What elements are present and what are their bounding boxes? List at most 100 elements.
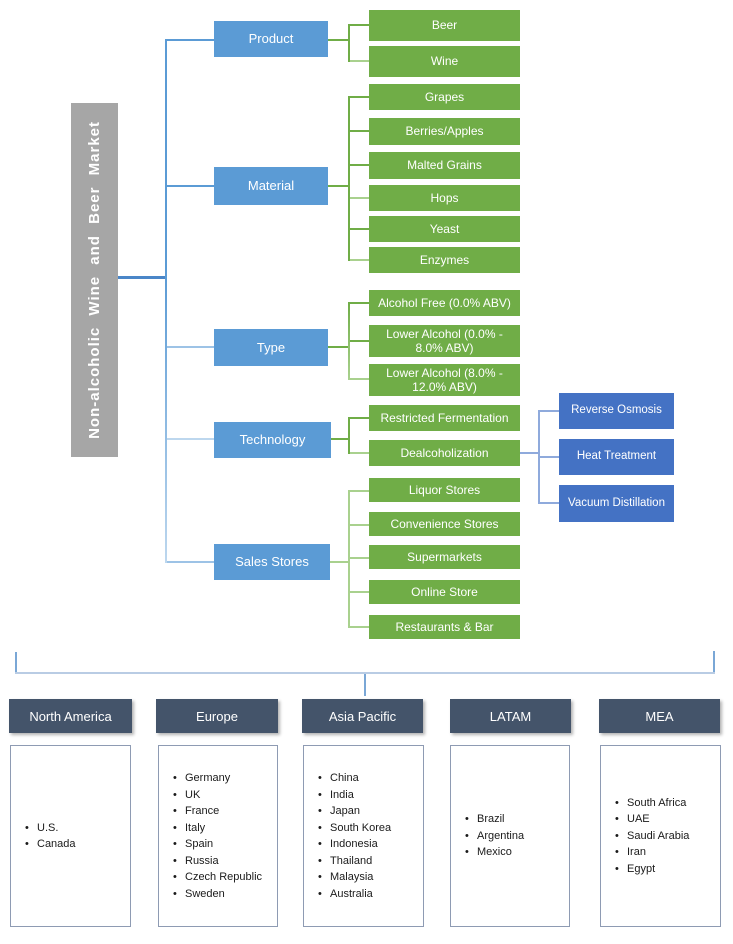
region-header-latam: LATAM [450, 699, 571, 733]
country-item: UK [173, 787, 273, 804]
category-sales-stores: Sales Stores [214, 544, 330, 580]
connector-to-online-store [350, 591, 369, 593]
item-grapes: Grapes [369, 84, 520, 110]
connector-to-convenience-stores [350, 524, 369, 526]
connector-methods-vline [538, 410, 540, 504]
connector-to-reverse-osmosis [540, 410, 559, 412]
item-berries-apples: Berries/Apples [369, 118, 520, 145]
country-list: U.S. Canada [11, 746, 130, 926]
market-title: Non-alcoholic Wine and Beer Market [86, 121, 103, 439]
connector-to-restricted-fermentation [350, 417, 369, 419]
category-material: Material [214, 167, 328, 205]
connector-to-grapes [350, 96, 369, 98]
region-header-north-america: North America [9, 699, 132, 733]
bracket-horizontal [15, 672, 715, 674]
connector-to-heat-treatment [540, 456, 559, 458]
bracket-center-drop [364, 674, 366, 696]
connector-sales-out [328, 561, 348, 563]
country-item: Malaysia [318, 869, 419, 886]
connector-type-out [328, 346, 348, 348]
connector-to-dealcoholization [350, 452, 369, 454]
connector-to-supermarkets [350, 557, 369, 559]
region-list-asia-pacific: China India Japan South Korea Indonesia … [303, 745, 424, 927]
country-item: Indonesia [318, 836, 419, 853]
connector-to-hops [350, 197, 369, 199]
item-lower-alcohol-8-12: Lower Alcohol (8.0% - 12.0% ABV) [369, 364, 520, 396]
connector-to-liquor-stores [350, 490, 369, 492]
item-restaurants-bar: Restaurants & Bar [369, 615, 520, 639]
country-item: Brazil [465, 811, 565, 828]
country-item: Italy [173, 820, 273, 837]
country-item: France [173, 803, 273, 820]
country-item: Spain [173, 836, 273, 853]
country-item: U.S. [25, 820, 126, 837]
connector-product-vline [348, 24, 350, 62]
item-beer: Beer [369, 10, 520, 41]
method-vacuum-distillation: Vacuum Distillation [559, 485, 674, 522]
connector-to-vacuum-distillation [540, 502, 559, 504]
region-header-asia-pacific: Asia Pacific [302, 699, 423, 733]
country-item: Egypt [615, 861, 716, 878]
bracket-left-tick [15, 652, 17, 673]
item-restricted-fermentation: Restricted Fermentation [369, 405, 520, 431]
region-header-europe: Europe [156, 699, 278, 733]
connector-to-lower-alcohol-2 [350, 378, 369, 380]
country-item: Sweden [173, 886, 273, 903]
country-item: Australia [318, 886, 419, 903]
country-item: Czech Republic [173, 869, 273, 886]
bracket-right-tick [713, 651, 715, 672]
category-technology: Technology [214, 422, 331, 458]
country-list: Germany UK France Italy Spain Russia Cze… [159, 746, 277, 926]
connector-branch-product [167, 39, 214, 41]
connector-to-alcohol-free [350, 302, 369, 304]
connector-branch-material [167, 185, 214, 187]
country-item: UAE [615, 811, 716, 828]
item-hops: Hops [369, 185, 520, 211]
country-item: Germany [173, 770, 273, 787]
country-item: India [318, 787, 419, 804]
item-yeast: Yeast [369, 216, 520, 242]
category-type: Type [214, 329, 328, 366]
connector-type-vline [348, 302, 350, 380]
region-list-north-america: U.S. Canada [10, 745, 131, 927]
connector-dealcoholization-out [520, 452, 538, 454]
connector-trunk [165, 39, 167, 563]
country-item: South Korea [318, 820, 419, 837]
item-online-store: Online Store [369, 580, 520, 604]
connector-technology-vline [348, 417, 350, 454]
item-convenience-stores: Convenience Stores [369, 512, 520, 536]
market-title-bar: Non-alcoholic Wine and Beer Market [71, 103, 118, 457]
country-item: Thailand [318, 853, 419, 870]
connector-branch-technology [167, 438, 214, 440]
connector-branch-type [167, 346, 214, 348]
region-list-mea: South Africa UAE Saudi Arabia Iran Egypt [600, 745, 721, 927]
connector-material-vline [348, 96, 350, 261]
connector-to-beer [350, 24, 369, 26]
category-product: Product [214, 21, 328, 57]
connector-to-lower-alcohol-1 [350, 340, 369, 342]
item-lower-alcohol-0-8: Lower Alcohol (0.0% - 8.0% ABV) [369, 325, 520, 357]
connector-to-yeast [350, 228, 369, 230]
country-list: China India Japan South Korea Indonesia … [304, 746, 423, 926]
connector-to-wine [350, 60, 369, 62]
country-list: Brazil Argentina Mexico [451, 746, 569, 926]
country-item: Saudi Arabia [615, 828, 716, 845]
region-list-europe: Germany UK France Italy Spain Russia Cze… [158, 745, 278, 927]
country-item: Russia [173, 853, 273, 870]
item-liquor-stores: Liquor Stores [369, 478, 520, 502]
connector-material-out [328, 185, 348, 187]
connector-sales-vline [348, 490, 350, 628]
country-item: Japan [318, 803, 419, 820]
item-alcohol-free: Alcohol Free (0.0% ABV) [369, 290, 520, 316]
connector-root [118, 276, 166, 279]
connector-to-malted-grains [350, 164, 369, 166]
country-item: Mexico [465, 844, 565, 861]
country-item: Argentina [465, 828, 565, 845]
connector-technology-out [328, 438, 348, 440]
connector-to-restaurants-bar [350, 626, 369, 628]
method-reverse-osmosis: Reverse Osmosis [559, 393, 674, 429]
country-list: South Africa UAE Saudi Arabia Iran Egypt [601, 746, 720, 926]
connector-product-out [328, 39, 348, 41]
item-supermarkets: Supermarkets [369, 545, 520, 569]
